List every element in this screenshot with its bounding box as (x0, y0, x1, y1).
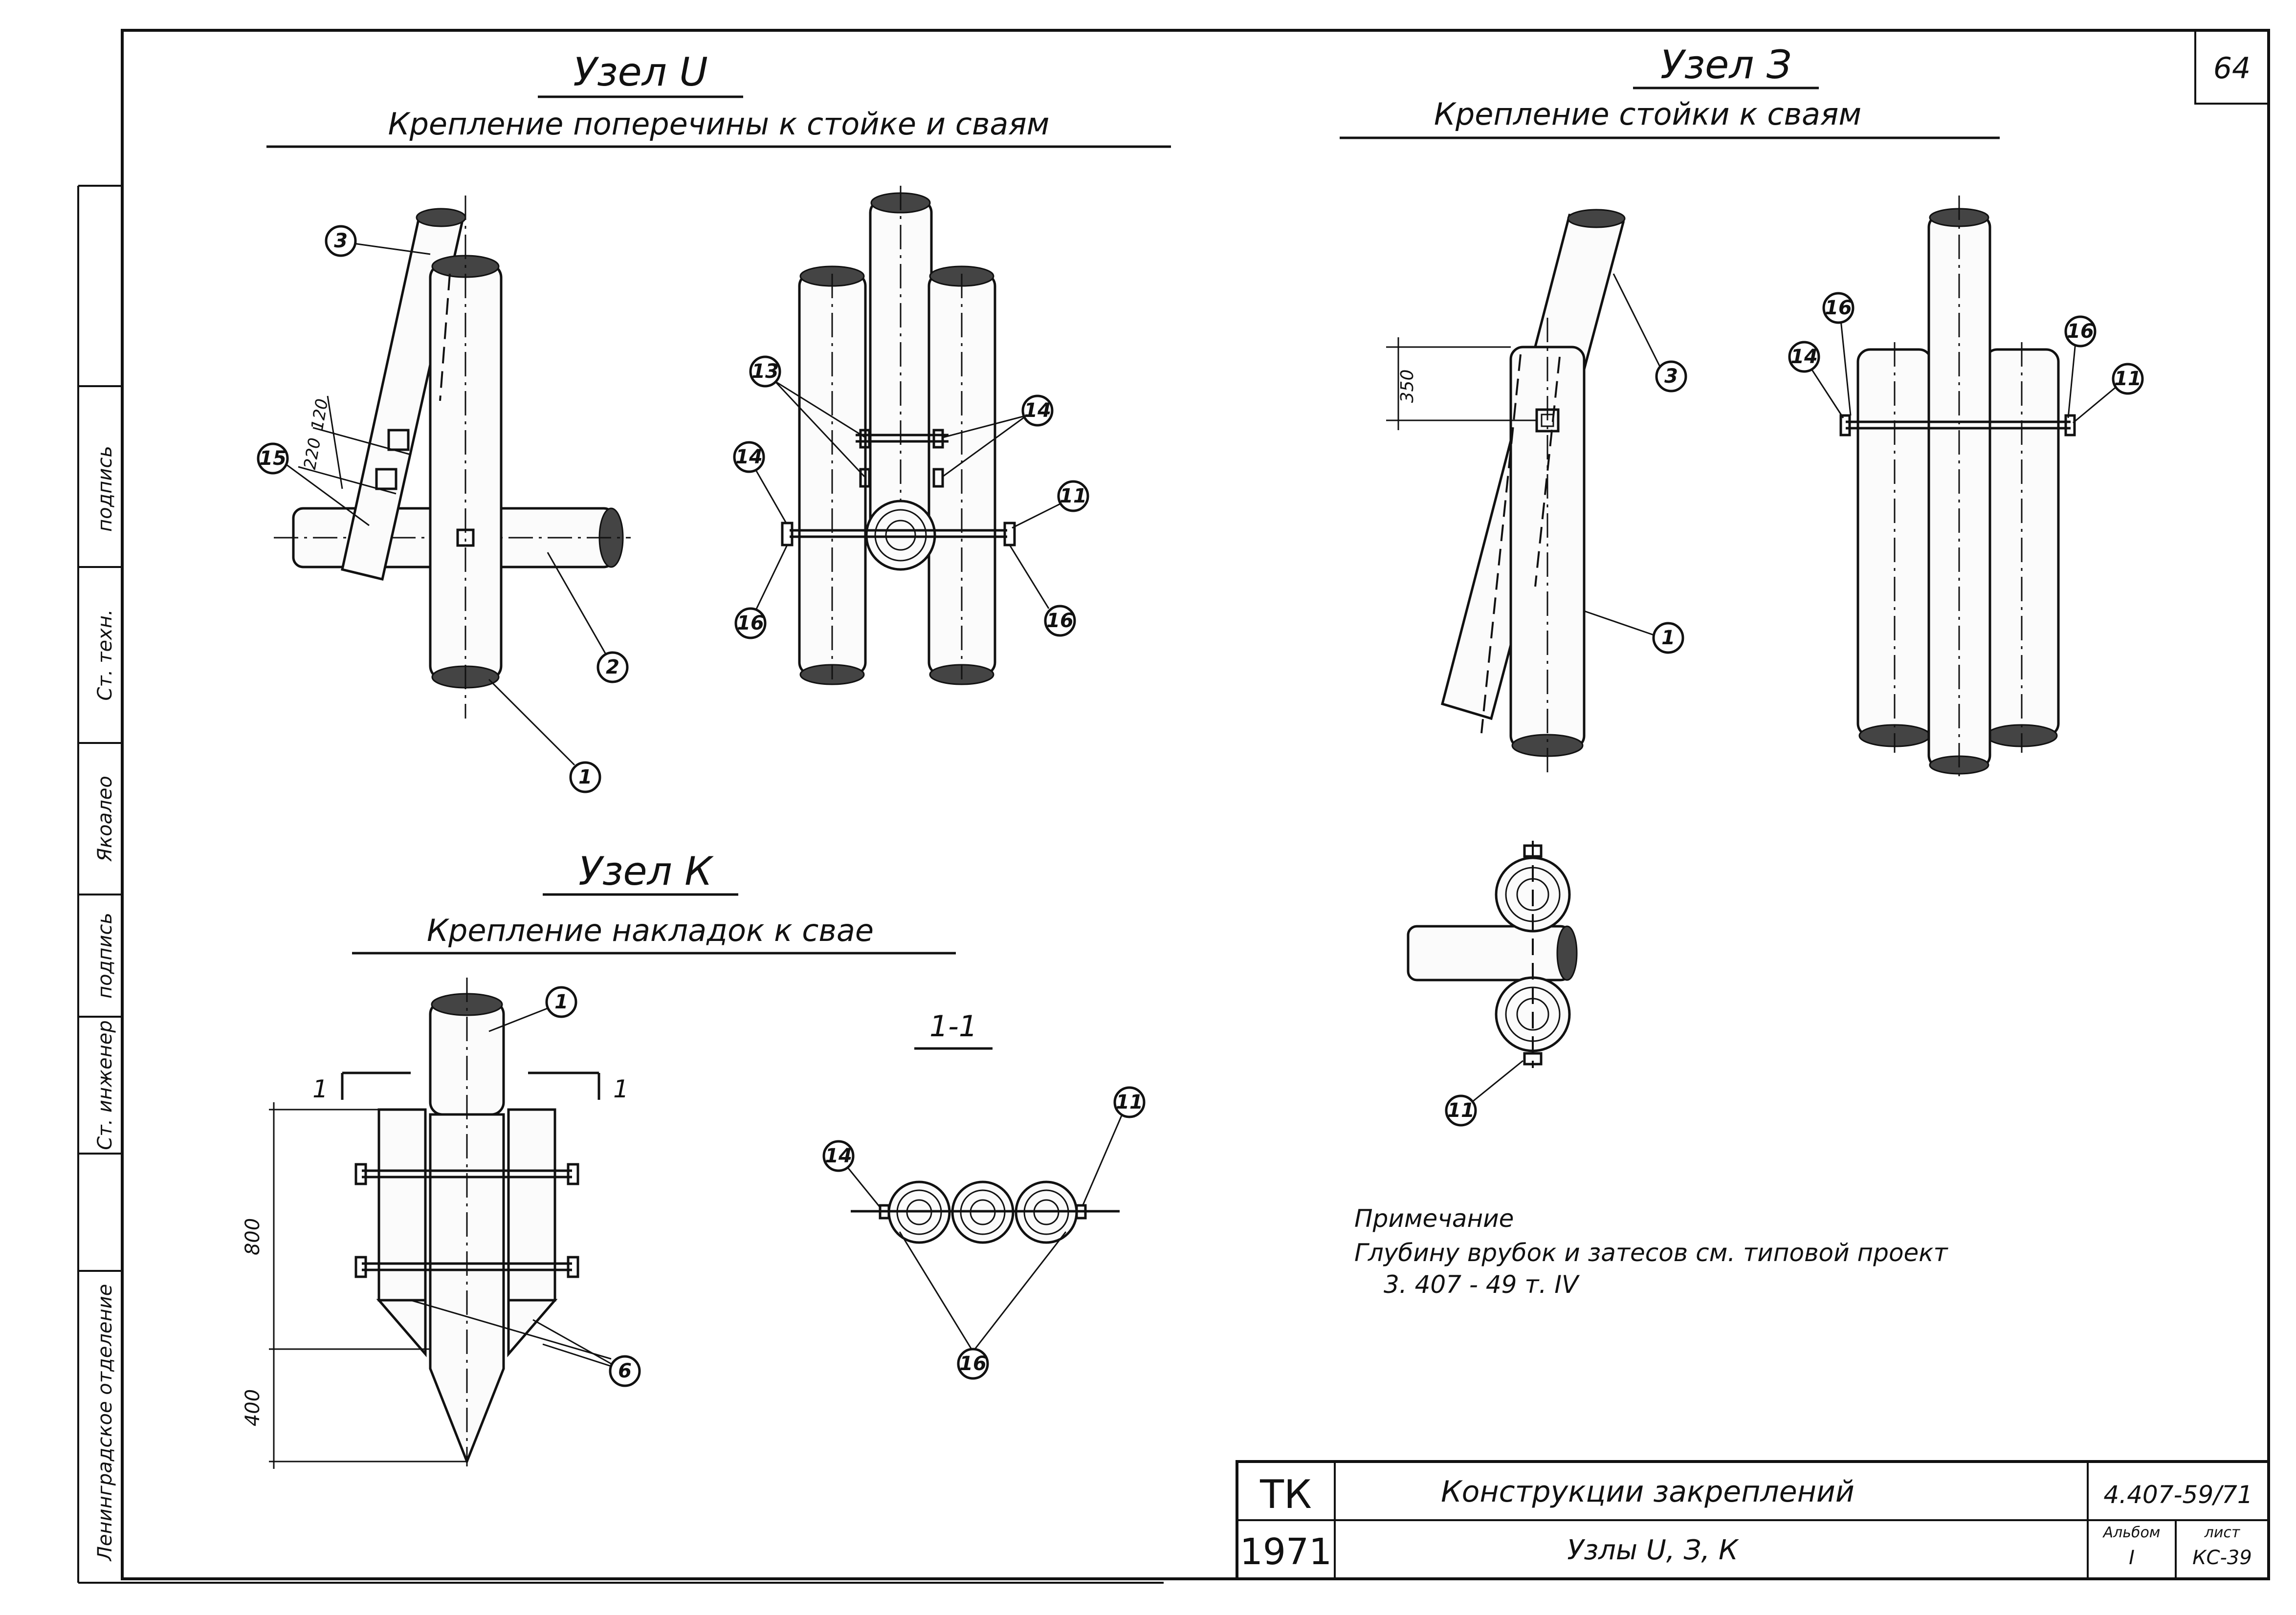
stamp-role-tech: Ст. техн. (94, 609, 116, 700)
node-z-side-view: 350 3 1 (1386, 209, 1687, 772)
node-k-title: Узел К (578, 849, 714, 894)
stamp-name-a: Якоалео (94, 776, 116, 862)
callout-k-section-14 (822, 1140, 855, 1172)
callout-u-2 (596, 651, 629, 683)
dim-k-height-lower: 400 (242, 1389, 264, 1426)
callout-u-14-left (733, 441, 765, 473)
svg-text:14: 14 (735, 446, 763, 468)
title-subtitle: Узлы U, З, К (1567, 1534, 1739, 1566)
note-line1: Глубину врубок и затесов см. типовой про… (1354, 1239, 1948, 1267)
callout-k-1 (545, 986, 577, 1018)
title-sheet-value: КС-39 (2192, 1547, 2252, 1569)
callout-k-section-16 (957, 1348, 989, 1380)
stamp-department: Ленинградское отделение (94, 1284, 116, 1562)
svg-text:14: 14 (1024, 399, 1051, 422)
svg-text:14: 14 (825, 1145, 852, 1167)
callout-u-16-left (734, 607, 767, 639)
callout-u-11 (1057, 480, 1089, 512)
title-main: Конструкции закреплений (1441, 1475, 1854, 1509)
callout-u-1 (569, 761, 601, 793)
stamp-signature-a: подпись (94, 913, 116, 999)
stamp-signature-b: подпись (94, 446, 116, 532)
svg-text:11: 11 (1116, 1091, 1143, 1113)
svg-text:1: 1 (1661, 627, 1675, 649)
svg-text:15: 15 (259, 447, 287, 470)
node-z-front-view: 16 14 16 11 (1788, 196, 2144, 782)
svg-text:11: 11 (1060, 485, 1087, 507)
node-u-subtitle: Крепление поперечины к стойке и сваям (388, 106, 1050, 142)
stamp-role-engineer: Ст. инженер (94, 1020, 116, 1150)
callout-z-11 (2112, 363, 2144, 395)
callout-z-14 (1788, 341, 1820, 373)
title-project-code: 4.407-59/71 (2103, 1481, 2252, 1509)
svg-text:1: 1 (554, 991, 568, 1013)
node-k-elevation: 1 1 800 400 1 6 (242, 978, 641, 1469)
sheet-number: 64 (2213, 51, 2251, 86)
node-z-subtitle: Крепление стойки к сваям (1434, 96, 1861, 132)
svg-text:11: 11 (2114, 368, 2141, 390)
callout-z-16-left (1822, 292, 1854, 324)
svg-text:14: 14 (1790, 346, 1818, 368)
callout-u-3 (325, 225, 357, 257)
svg-text:16: 16 (959, 1353, 987, 1375)
callout-u-14-right (1021, 394, 1054, 427)
callout-u-15 (257, 442, 289, 475)
svg-text:3: 3 (1664, 365, 1678, 388)
callout-z-3 (1655, 360, 1687, 393)
section-mark-right: 1 (613, 1075, 629, 1103)
node-z-plan-view: 11 (1407, 841, 1578, 1127)
section-mark-left: 1 (312, 1075, 328, 1103)
callout-k-6 (609, 1355, 641, 1387)
node-k-section: 1-1 14 11 16 (822, 1009, 1146, 1380)
title-album-label: Альбом (2102, 1524, 2161, 1541)
callout-z-16-right (2064, 315, 2097, 348)
dim-u-spacing-b: 220 (300, 436, 325, 471)
sheet-number-box (2194, 29, 2270, 105)
svg-text:13: 13 (751, 360, 779, 383)
note: Примечание Глубину врубок и затесов см. … (1354, 1204, 1948, 1299)
svg-text:11: 11 (1447, 1099, 1475, 1122)
node-u-side-view: 120 220 3 15 2 1 (257, 196, 631, 793)
callout-k-section-11 (1113, 1086, 1146, 1118)
sheet-frame (121, 29, 2270, 1580)
note-line2: 3. 407 - 49 т. IV (1384, 1270, 1580, 1299)
title-org-mark: ТК (1259, 1472, 1312, 1517)
node-k-subtitle: Крепление накладок к свае (427, 913, 874, 948)
callout-u-16-right (1044, 605, 1076, 637)
title-sheet-label: лист (2204, 1524, 2241, 1541)
node-u-front-view: 13 14 14 11 16 16 (733, 186, 1089, 685)
node-u: Узел U Крепление поперечины к стойке и с… (257, 49, 1171, 793)
svg-text:16: 16 (737, 612, 764, 634)
svg-text:16: 16 (1046, 610, 1074, 632)
svg-text:1: 1 (578, 766, 592, 788)
section-label: 1-1 (929, 1009, 977, 1044)
callout-u-13 (749, 355, 781, 388)
dim-k-height-upper: 800 (242, 1218, 264, 1255)
dim-u-spacing-a: 120 (308, 397, 332, 432)
callout-z-plan-11 (1445, 1094, 1477, 1127)
svg-text:3: 3 (334, 230, 348, 252)
note-heading: Примечание (1354, 1204, 1514, 1233)
title-year: 1971 (1240, 1531, 1332, 1573)
title-album-value: I (2129, 1547, 2135, 1569)
svg-text:16: 16 (1825, 297, 1852, 319)
title-block: ТК 1971 Конструкции закреплений Узлы U, … (1236, 1460, 2270, 1580)
svg-text:2: 2 (606, 656, 619, 678)
dim-z-spacing: 350 (1397, 370, 1417, 403)
svg-text:16: 16 (2067, 320, 2094, 343)
node-u-title: Узел U (573, 49, 708, 95)
node-z-title: Узел З (1660, 42, 1791, 87)
svg-text:6: 6 (618, 1360, 632, 1382)
callout-z-1 (1652, 622, 1684, 654)
side-stamp: подпись Ст. техн. Якоалео подпись Ст. ин… (77, 185, 122, 1583)
node-z: Узел З Крепление стойки к сваям 350 3 1 (1340, 42, 2144, 1127)
node-k: Узел К Крепление накладок к свае 1 (242, 849, 1146, 1469)
